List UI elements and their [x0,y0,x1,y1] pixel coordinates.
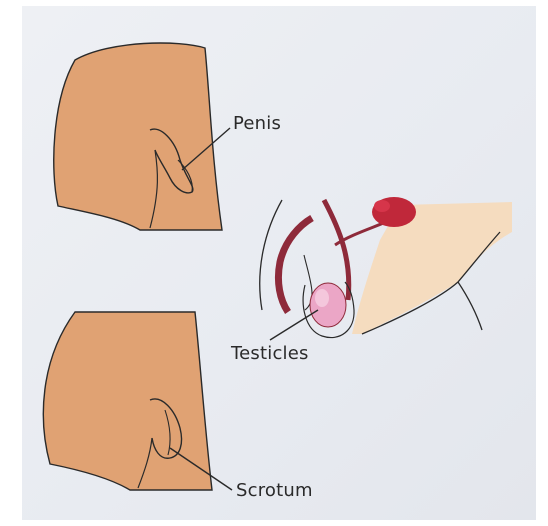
hip-outline [458,282,482,330]
testicle-highlight [315,289,329,307]
urethra-upper-duct [335,222,386,245]
body-cross-section [352,202,512,334]
label-scrotum: Scrotum [236,480,313,501]
testicle [310,283,346,327]
figure-scrotum-body [43,312,212,490]
seminal-vesicle [374,200,390,212]
figure-penis-body [54,43,222,230]
figure-cross-section [260,197,512,340]
figure-penis [54,43,230,230]
figure-scrotum [43,312,232,490]
label-testicles: Testicles [231,343,309,364]
testicles-leader-line [270,310,318,340]
label-penis: Penis [233,113,281,134]
